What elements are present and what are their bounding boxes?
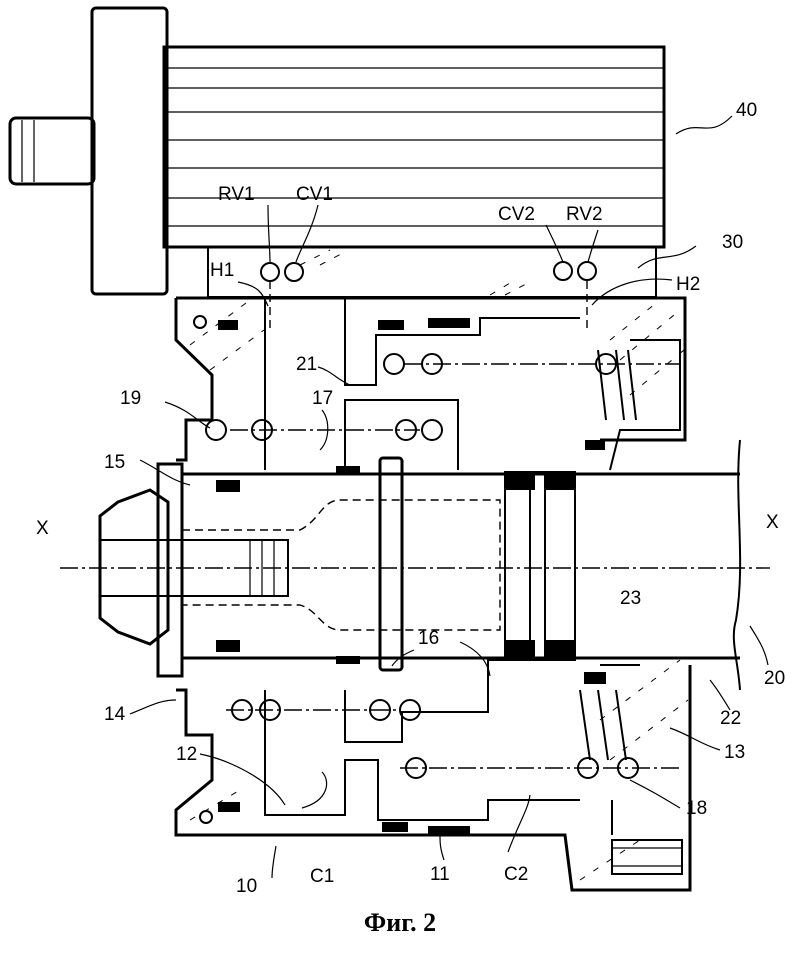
- label-x-left: X: [36, 518, 49, 539]
- shaft-20: [60, 439, 770, 691]
- label-11: 11: [430, 864, 450, 885]
- label-16: 16: [418, 628, 439, 649]
- label-x-right: X: [766, 512, 779, 533]
- housing-10: [174, 296, 692, 892]
- label-22: 22: [720, 708, 741, 729]
- label-17: 17: [312, 388, 333, 409]
- label-19: 19: [120, 388, 141, 409]
- label-12: 12: [176, 744, 197, 765]
- label-10: 10: [236, 876, 257, 897]
- spacer-30: [207, 246, 657, 298]
- label-h1: H1: [210, 260, 234, 281]
- label-18: 18: [686, 798, 707, 819]
- label-14: 14: [104, 704, 126, 725]
- springs: [205, 349, 680, 779]
- figure-caption: Фиг. 2: [363, 908, 437, 937]
- label-cv1: CV1: [296, 184, 333, 205]
- label-23: 23: [620, 588, 641, 609]
- label-c2: C2: [504, 864, 528, 885]
- label-cv2: CV2: [498, 204, 535, 225]
- label-40: 40: [736, 100, 757, 121]
- label-30: 30: [722, 232, 743, 253]
- seals: [216, 318, 606, 836]
- patent-drawing: 40 30 RV1 CV1 CV2 RV2 H1 H2 21 19 17 15 …: [8, 6, 785, 897]
- label-c1: C1: [310, 866, 334, 887]
- label-20: 20: [764, 668, 785, 689]
- label-21: 21: [296, 354, 317, 375]
- label-13: 13: [724, 742, 745, 763]
- leader-lines: [129, 115, 769, 879]
- label-rv2: RV2: [566, 204, 603, 225]
- label-h2: H2: [676, 274, 700, 295]
- label-15: 15: [104, 452, 125, 473]
- label-rv1: RV1: [218, 184, 255, 205]
- reference-labels: 40 30 RV1 CV1 CV2 RV2 H1 H2 21 19 17 15 …: [36, 100, 785, 897]
- motor-unit-40: [8, 6, 666, 296]
- valve-ports: [260, 261, 597, 330]
